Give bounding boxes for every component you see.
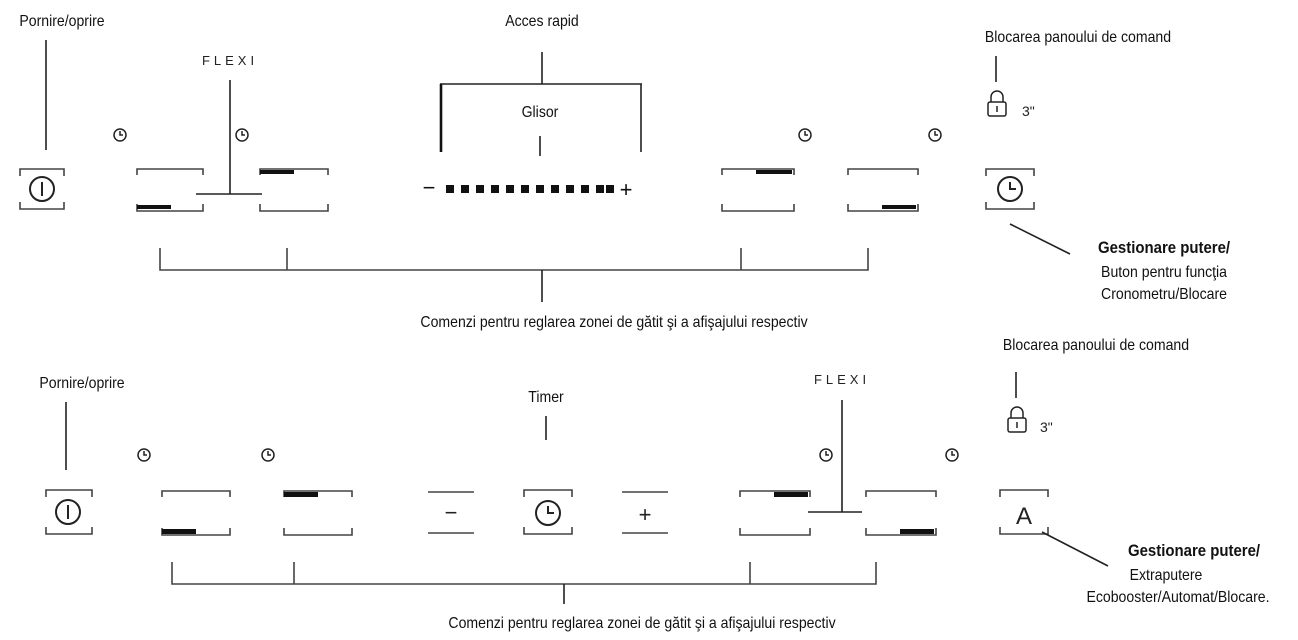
auto-key-letter: A — [1016, 503, 1032, 530]
p2-zone-display-3 — [739, 490, 811, 536]
p1-zone-display-2 — [259, 168, 329, 212]
p2-timer-key — [523, 489, 573, 535]
timer-icon — [235, 128, 249, 142]
clock-icon — [997, 176, 1023, 202]
p2-power-label: Pornire/oprire — [39, 374, 124, 392]
p1-flexi-label: FLEXI — [202, 53, 258, 68]
power-icon — [29, 176, 55, 202]
p1-power-mgmt-leader — [1009, 223, 1071, 255]
p1-zones-bracket — [159, 248, 869, 271]
lock-icon — [1007, 406, 1027, 433]
clock-icon — [535, 500, 561, 526]
p1-power-mgmt-line2: Buton pentru funcţia — [1101, 263, 1228, 281]
p2-power-key: Pornire/oprire — [39, 374, 125, 535]
plus-icon: + — [639, 502, 652, 527]
timer-icon — [137, 448, 151, 462]
p1-power-mgmt-line3: Cronometru/Blocare — [1101, 285, 1227, 303]
p1-power-key: Pornire/oprire — [19, 12, 105, 210]
timer-icon — [113, 128, 127, 142]
p1-power-label: Pornire/oprire — [19, 12, 104, 30]
p1-lock-seconds: 3" — [1022, 103, 1035, 119]
p2-flexi-label: FLEXI — [814, 372, 870, 387]
slider-plus: + — [620, 177, 633, 202]
p1-slider: − + — [423, 175, 633, 202]
p2-zone-display-1 — [161, 490, 231, 536]
p2-zone-display-4 — [865, 490, 937, 536]
panel-1: Pornire/oprire FLEXI — [19, 12, 1231, 331]
timer-icon — [928, 128, 942, 142]
power-icon — [55, 499, 81, 525]
p1-zone-display-1 — [136, 168, 204, 212]
timer-icon — [819, 448, 833, 462]
p1-lock-label: Blocarea panoului de comand — [985, 28, 1171, 46]
p1-slider-label: Glisor — [522, 103, 559, 121]
lock-icon — [987, 90, 1007, 117]
p1-zone-display-4 — [847, 168, 919, 212]
panel-2: Pornire/oprire — [39, 336, 1269, 632]
p2-minus-key: − — [428, 491, 474, 534]
p2-timer-label: Timer — [528, 388, 563, 406]
slider-dots — [446, 185, 614, 193]
timer-icon — [261, 448, 275, 462]
p1-quick-access-label: Acces rapid — [505, 12, 579, 30]
p2-zone-display-2 — [283, 490, 353, 536]
timer-icon — [798, 128, 812, 142]
minus-icon: − — [445, 500, 458, 525]
p2-lock-seconds: 3" — [1040, 419, 1053, 435]
p2-power-mgmt-line3: Ecobooster/Automat/Blocare. — [1086, 588, 1269, 606]
p2-auto-key: A — [999, 489, 1049, 535]
p1-power-mgmt-title: Gestionare putere/ — [1098, 239, 1231, 257]
p1-zones-caption: Comenzi pentru reglarea zonei de gătit ş… — [420, 313, 808, 331]
p1-timer-key — [985, 168, 1035, 210]
p1-power-key-frame — [19, 168, 65, 210]
p2-power-mgmt-title: Gestionare putere/ — [1128, 542, 1261, 560]
slider-minus: − — [423, 175, 436, 200]
p2-lock-label: Blocarea panoului de comand — [1003, 336, 1189, 354]
p2-power-mgmt-line2: Extraputere — [1130, 566, 1203, 584]
p1-zone-display-3 — [721, 168, 795, 212]
timer-icon — [945, 448, 959, 462]
p2-plus-key: + — [622, 491, 668, 534]
p2-zones-caption: Comenzi pentru reglarea zonei de gătit ş… — [448, 614, 836, 632]
p2-power-mgmt-leader — [1041, 531, 1109, 567]
p2-zones-bracket — [171, 562, 877, 585]
p2-power-key-frame — [45, 489, 93, 535]
